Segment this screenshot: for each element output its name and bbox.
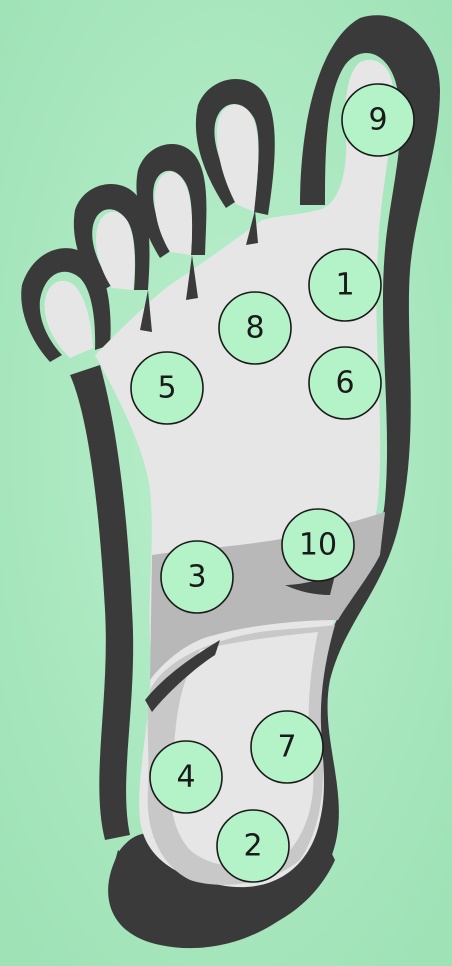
marker-8: 8 xyxy=(219,292,291,364)
marker-label-5: 5 xyxy=(157,371,176,406)
marker-7: 7 xyxy=(251,711,323,783)
marker-label-8: 8 xyxy=(245,311,264,346)
marker-label-3: 3 xyxy=(187,560,206,595)
marker-5: 5 xyxy=(131,352,203,424)
marker-1: 1 xyxy=(309,249,381,321)
marker-6: 6 xyxy=(309,347,381,419)
marker-label-1: 1 xyxy=(335,268,354,303)
marker-9: 9 xyxy=(342,84,414,156)
marker-label-6: 6 xyxy=(335,366,354,401)
marker-label-4: 4 xyxy=(176,760,195,795)
marker-label-9: 9 xyxy=(368,103,387,138)
marker-label-7: 7 xyxy=(277,730,296,765)
marker-3: 3 xyxy=(161,541,233,613)
marker-label-2: 2 xyxy=(243,829,262,864)
marker-4: 4 xyxy=(150,741,222,813)
marker-label-10: 10 xyxy=(299,528,337,563)
marker-2: 2 xyxy=(217,810,289,882)
marker-10: 10 xyxy=(282,509,354,581)
